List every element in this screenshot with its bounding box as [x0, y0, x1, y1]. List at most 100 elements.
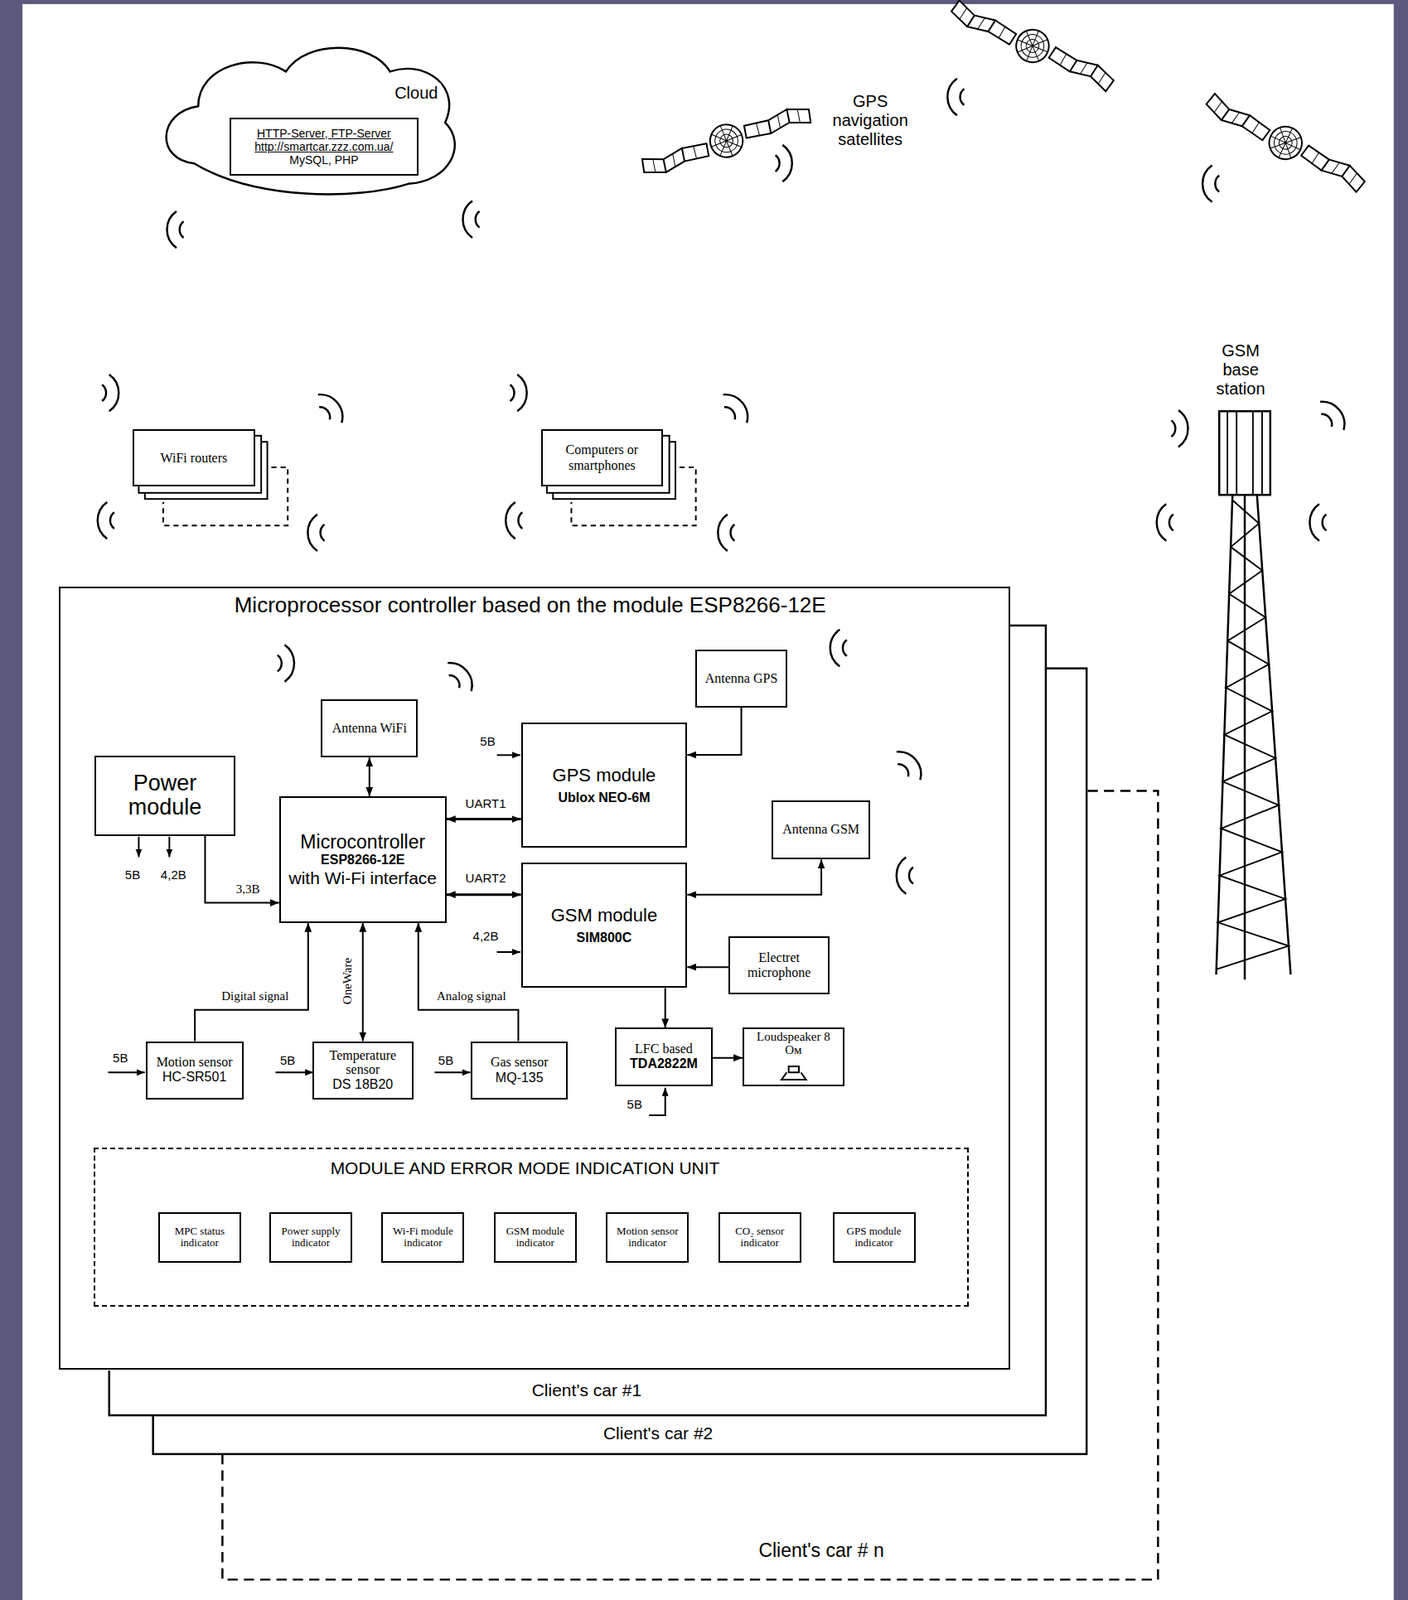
node-text: MODULE AND ERROR MODE INDICATION UNIT — [328, 1158, 723, 1179]
node-text: TDA2822M — [629, 1056, 698, 1072]
indicator-box: CO₂ sensor indicator — [718, 1212, 802, 1263]
signal-connector — [362, 923, 364, 1042]
signal-connector — [687, 859, 822, 895]
signal-connector — [446, 817, 522, 821]
supply-voltage: 4,2B — [159, 868, 189, 883]
node-text: MPC status indicator — [163, 1225, 237, 1250]
signal-connector — [194, 923, 309, 1042]
signal-label: UART1 — [464, 797, 509, 812]
indicator-box: GSM module indicator — [493, 1212, 577, 1263]
signal-label: 3,3B — [234, 882, 262, 897]
node-text: Microcontroller — [299, 831, 426, 853]
node-text: http://smartcar.zzz.com.ua/ — [254, 140, 393, 154]
node-text: Antenna WiFi — [332, 720, 407, 736]
loudspeaker-box: Loudspeaker 8 Ом — [742, 1027, 844, 1086]
node-text: CO₂ sensor indicator — [723, 1225, 797, 1250]
client-car-panels — [58, 586, 1158, 1580]
node-text: Microprocessor controller based on the m… — [232, 593, 829, 619]
signal-connector — [664, 987, 667, 1028]
supply-voltage: 5B — [478, 734, 497, 749]
node-text: DS 18B20 — [332, 1077, 393, 1093]
supply-voltage: 5B — [123, 868, 142, 883]
node-text: MQ-135 — [495, 1070, 544, 1086]
cloud-shape: CloudHTTP-Server, FTP-Serverhttp://smart… — [153, 38, 465, 199]
gsm-tower — [1216, 411, 1292, 980]
node-text: Motion sensor indicator — [610, 1225, 684, 1250]
antenna-box: Antenna WiFi — [320, 699, 418, 758]
signal-connector — [368, 757, 371, 797]
supply-voltage: 5B — [436, 1054, 455, 1069]
radio-waves — [97, 78, 1351, 552]
sensor-box: Motion sensorHC-SR501 — [145, 1041, 244, 1100]
node-text: Power module — [99, 771, 231, 821]
microphone-box: Electret microphone — [728, 936, 830, 995]
antenna-box: Antenna GPS — [695, 649, 788, 708]
node-text: Power supply indicator — [274, 1225, 348, 1250]
supply-voltage: 5B — [625, 1098, 644, 1113]
node-text: GSM module indicator — [498, 1225, 572, 1250]
node-text: Wi-Fi module indicator — [386, 1225, 460, 1250]
node-text: GSM module — [551, 904, 658, 926]
diagram-label: GSM base station — [1205, 340, 1276, 398]
amplifier-box: LFC basedTDA2822M — [614, 1027, 713, 1086]
signal-connector — [204, 836, 279, 904]
node-text: Electret microphone — [733, 950, 825, 980]
controller-panel: Microprocessor controller based on the m… — [58, 586, 1010, 1371]
node-text: ESP8266-12E — [320, 852, 405, 868]
signal-connector — [712, 1057, 743, 1060]
radio-waves — [277, 629, 928, 895]
node-text: Ublox NEO-6M — [557, 790, 650, 806]
signal-connector — [418, 923, 519, 1042]
node-text: Motion sensor — [156, 1055, 233, 1070]
node-text: Cloud — [391, 83, 441, 103]
gps-satellites — [638, 0, 1373, 195]
node-text: Gas sensor — [490, 1054, 549, 1070]
module-box: GSM moduleSIM800C — [521, 862, 688, 988]
signal-connector — [446, 893, 522, 896]
cloud-path — [165, 48, 455, 195]
node-text: GPS module — [552, 764, 657, 786]
node-text: with Wi-Fi interface — [289, 868, 438, 889]
sensor-box: Gas sensorMQ-135 — [470, 1041, 568, 1100]
signal-connector — [687, 966, 729, 968]
node-text: HTTP-Server, FTP-Server — [256, 126, 392, 141]
node-text: Client's car #1 — [529, 1380, 644, 1401]
node-text: MySQL, PHP — [289, 153, 359, 167]
device-box: Computers or smartphones — [541, 429, 664, 487]
signal-label: OneWare — [340, 956, 355, 1007]
node-text: LFC based — [634, 1042, 693, 1057]
indication-panel: MODULE AND ERROR MODE INDICATION UNIT MPC… — [93, 1147, 969, 1307]
node-text: Client's car #2 — [600, 1423, 716, 1444]
indicator-box: Power supply indicator — [269, 1212, 353, 1263]
indicator-box: GPS module indicator — [832, 1212, 916, 1263]
node-text: Temperature sensor — [317, 1049, 409, 1078]
node-text: SIM800C — [576, 930, 633, 946]
node-text: Antenna GPS — [705, 671, 779, 687]
node-text: Loudspeaker 8 Ом — [747, 1030, 839, 1058]
server-box: HTTP-Server, FTP-Serverhttp://smartcar.z… — [229, 117, 419, 176]
antenna-box: Antenna GSM — [771, 800, 870, 860]
supply-voltage: 4,2B — [471, 929, 501, 944]
sensor-box: Temperature sensorDS 18B20 — [312, 1041, 414, 1100]
indicator-box: Wi-Fi module indicator — [381, 1212, 465, 1263]
node-text: Computers or smartphones — [546, 442, 659, 474]
node-text: Client's car # n — [755, 1539, 886, 1562]
node-text: GPS module indicator — [837, 1225, 911, 1250]
node-text: Antenna GSM — [782, 822, 860, 838]
signal-label: UART2 — [464, 870, 509, 886]
power-module-box: Power module — [94, 755, 236, 837]
tower-lattice — [1216, 499, 1289, 969]
diagram-label: GPS navigation satellites — [822, 91, 918, 150]
microcontroller-box: MicrocontrollerESP8266-12Ewith Wi-Fi int… — [279, 796, 447, 924]
signal-label: Analog signal — [435, 989, 509, 1004]
supply-voltage: 5B — [278, 1054, 297, 1069]
signal-label: Digital signal — [219, 989, 291, 1004]
indicator-box: MPC status indicator — [158, 1212, 242, 1263]
supply-voltage: 5B — [111, 1050, 130, 1065]
node-text: WiFi routers — [160, 450, 228, 466]
signal-connector — [687, 707, 741, 755]
node-text: HC-SR501 — [162, 1069, 227, 1085]
indicator-box: Motion sensor indicator — [605, 1212, 689, 1263]
